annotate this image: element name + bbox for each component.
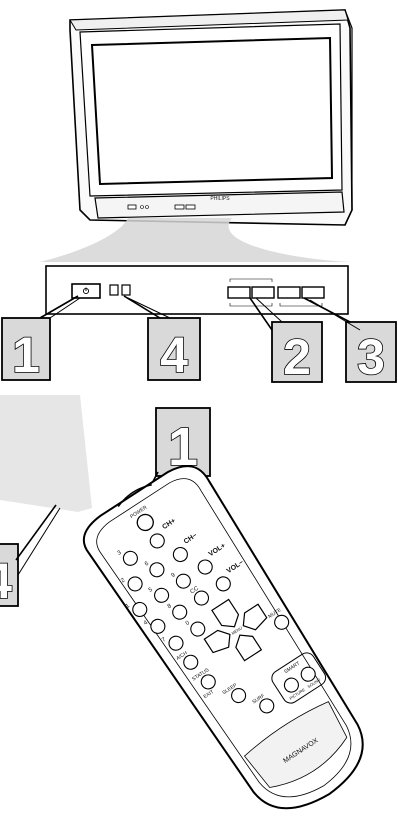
tv-sensor-icon bbox=[146, 206, 149, 209]
tv-brand-label: PHILIPS bbox=[210, 196, 230, 202]
remote-control: POWER 3 CH+ 2 6 CH− 1 5 9 VOL+ 4 8 CC VO… bbox=[74, 454, 388, 824]
tv-power-button[interactable] bbox=[128, 205, 136, 209]
tv-channel-buttons[interactable] bbox=[186, 205, 195, 209]
callout-4-sensor-remote: 4 bbox=[0, 505, 60, 609]
callout-number: 1 bbox=[12, 327, 40, 383]
panel-channel-up-button[interactable] bbox=[302, 287, 324, 298]
panel-indicator-light bbox=[110, 285, 118, 295]
panel-remote-sensor bbox=[122, 285, 130, 295]
television: PHILIPS bbox=[70, 10, 352, 225]
panel-channel-down-button[interactable] bbox=[278, 287, 300, 298]
tv-screen bbox=[92, 38, 332, 184]
tv-volume-buttons[interactable] bbox=[175, 205, 184, 209]
panel-volume-up-button[interactable] bbox=[252, 287, 274, 298]
callout-number: 4 bbox=[0, 553, 12, 609]
tv-led-icon bbox=[141, 206, 144, 209]
panel-volume-down-button[interactable] bbox=[228, 287, 250, 298]
callout-number: 3 bbox=[357, 329, 385, 385]
control-panel-closeup bbox=[46, 266, 348, 314]
callout-number: 2 bbox=[283, 329, 311, 385]
callout-number: 4 bbox=[160, 327, 188, 383]
infrared-beam bbox=[0, 395, 92, 512]
